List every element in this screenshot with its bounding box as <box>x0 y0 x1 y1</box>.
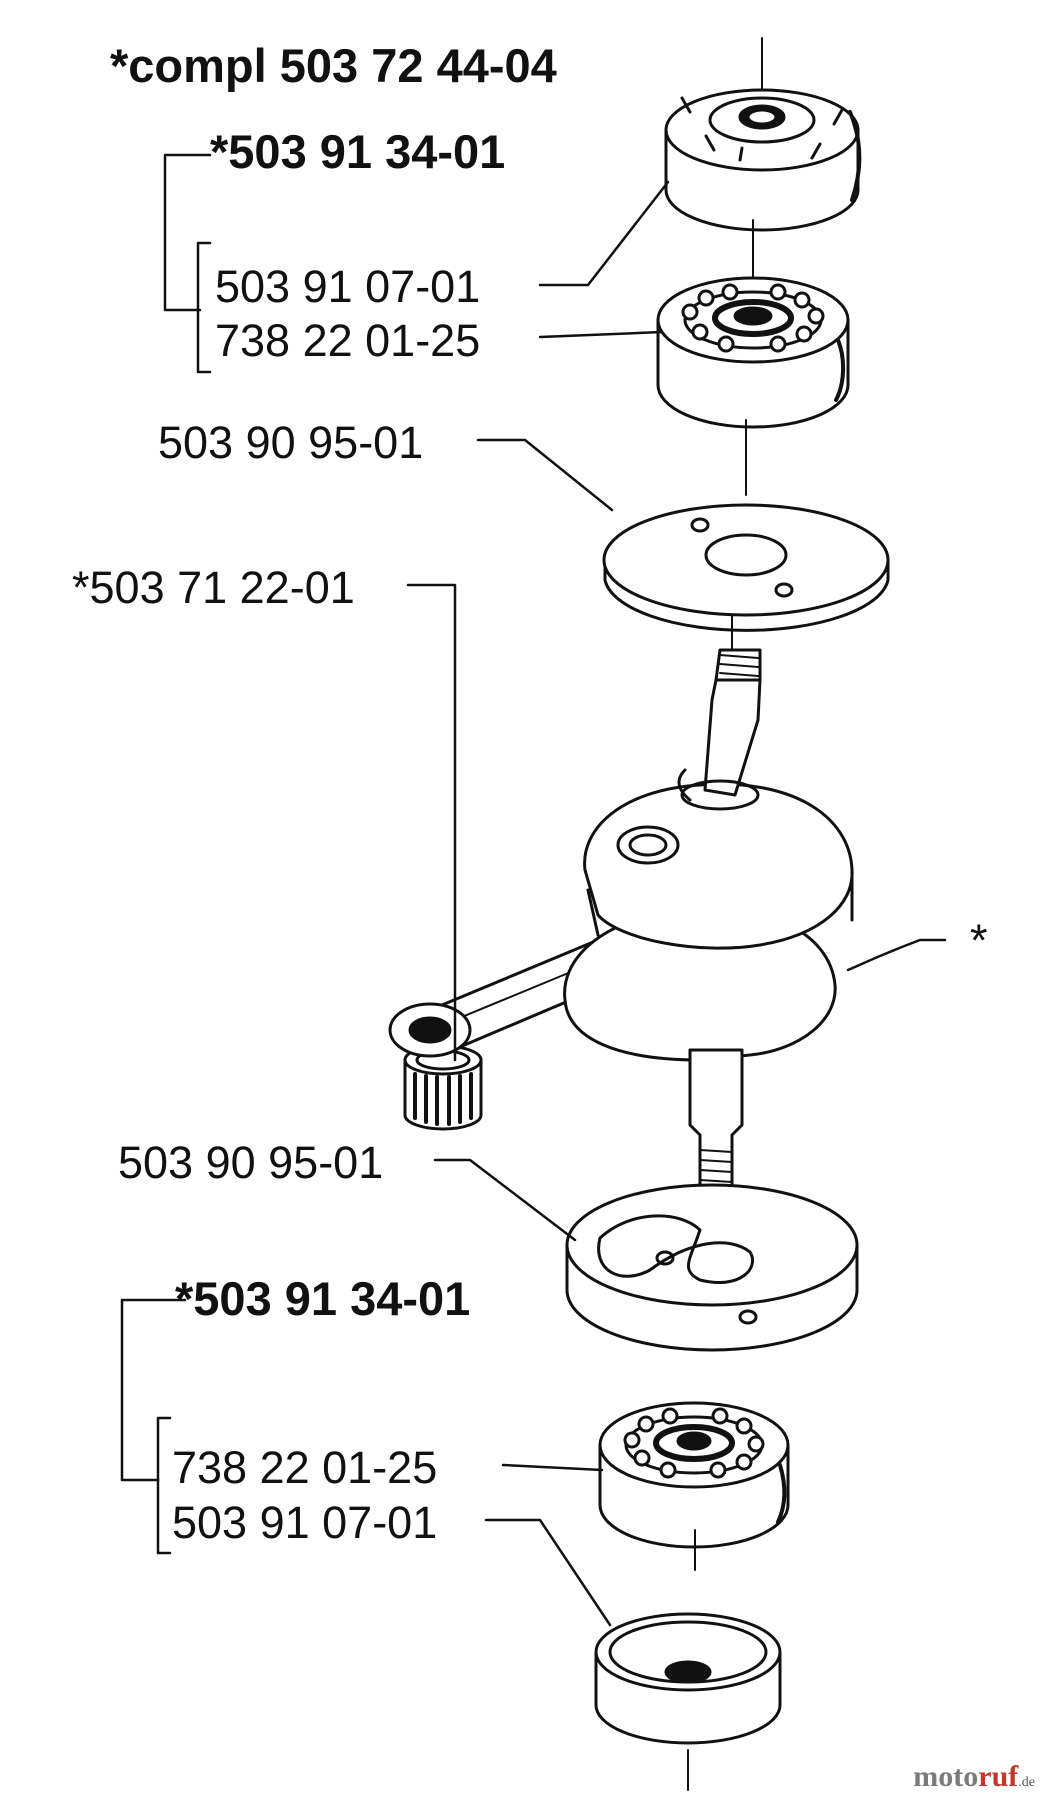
motoruf-watermark: motoruf.de <box>913 1760 1035 1794</box>
bearing-top-label: 738 22 01-25 <box>215 315 481 366</box>
bearing-bottom-label: 738 22 01-25 <box>172 1442 438 1493</box>
crankshaft-part <box>388 648 854 1192</box>
top-bearing-part <box>656 276 850 429</box>
washer-bottom-label: 503 90 95-01 <box>118 1137 384 1188</box>
kit-brackets <box>120 153 212 1555</box>
bearing-kit-bottom-label: *503 91 34-01 <box>175 1272 471 1325</box>
leader-lines <box>406 180 947 1627</box>
crankshaft-label: * <box>970 915 988 966</box>
watermark-brand-a: moto <box>913 1760 979 1793</box>
needle-bearing-part <box>403 1044 483 1131</box>
bearing-kit-top-label: *503 91 34-01 <box>210 125 506 178</box>
washer-top-label: 503 90 95-01 <box>158 417 424 468</box>
complete-kit-label: *compl 503 72 44-04 <box>110 39 557 92</box>
watermark-suffix: .de <box>1018 1775 1035 1790</box>
seal-bottom-label: 503 91 07-01 <box>172 1497 438 1548</box>
needle-bearing-label: *503 71 22-01 <box>72 562 355 613</box>
seal-top-label: 503 91 07-01 <box>215 261 481 312</box>
watermark-brand-b: ruf <box>978 1760 1019 1793</box>
top-washer-part <box>602 503 890 632</box>
bottom-seal-part <box>594 1612 782 1745</box>
bottom-bearing-part <box>598 1401 790 1549</box>
top-seal-part <box>664 88 862 232</box>
bottom-washer-part <box>565 1183 859 1352</box>
